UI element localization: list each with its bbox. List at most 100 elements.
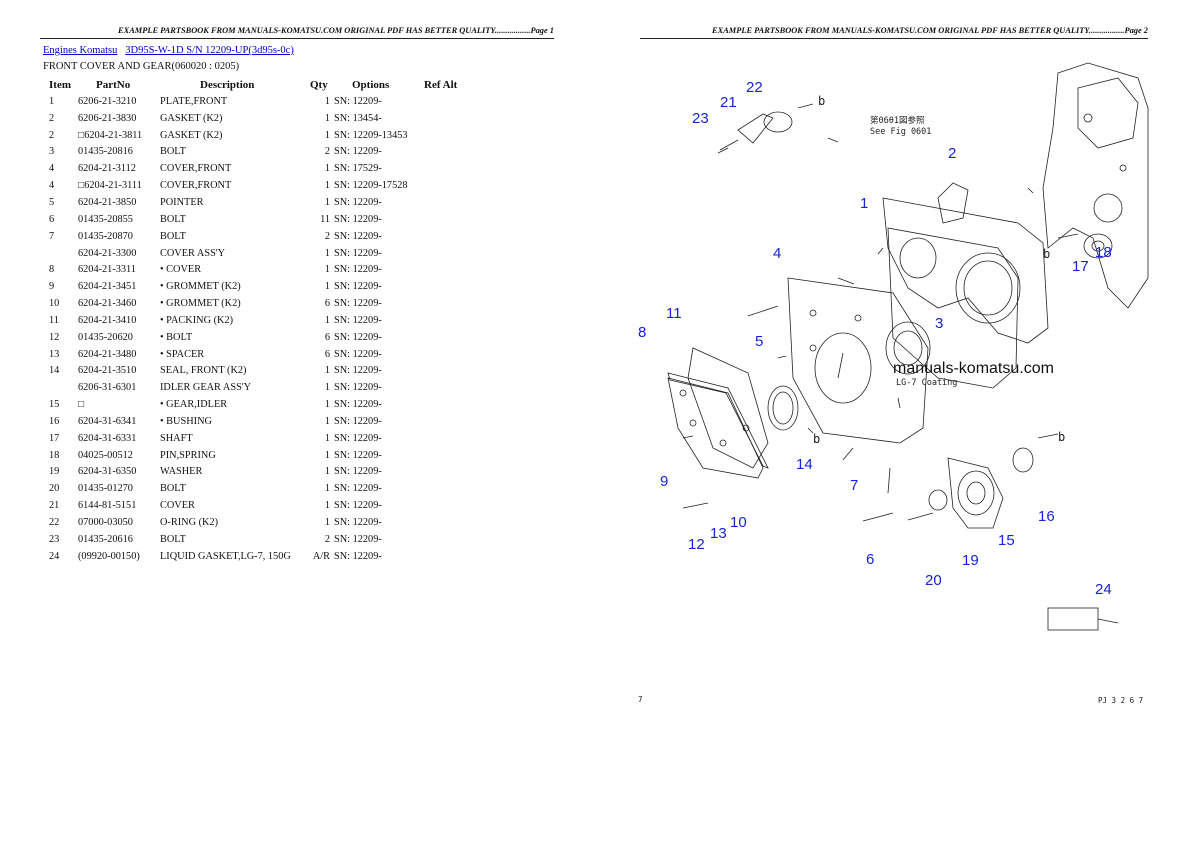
row-refalt bbox=[424, 329, 484, 346]
callout-4: 4 bbox=[773, 245, 781, 262]
row-partno: 01435-20620 bbox=[78, 331, 133, 343]
row-qty: 1 bbox=[324, 180, 330, 192]
row-partno: 6206-21-3210 bbox=[78, 95, 137, 107]
row-refalt bbox=[424, 346, 484, 363]
row-item: 17 bbox=[49, 432, 60, 444]
marker-b-4: b bbox=[1058, 430, 1065, 444]
col-description-header: Description bbox=[200, 79, 255, 91]
row-refalt bbox=[424, 363, 484, 380]
ref-note-jp: 第06θ1図参照 bbox=[870, 115, 925, 126]
row-description: PIN,SPRING bbox=[160, 449, 216, 461]
callout-7: 7 bbox=[850, 477, 858, 494]
row-refalt bbox=[424, 413, 484, 430]
row-description: COVER,FRONT bbox=[160, 180, 232, 192]
row-description: BOLT bbox=[160, 483, 186, 495]
marker-b-2: b bbox=[1043, 247, 1050, 261]
row-partno: 6204-21-3510 bbox=[78, 365, 137, 377]
row-options: SN: 12209-13453 bbox=[334, 129, 408, 141]
row-refalt bbox=[424, 430, 484, 447]
row-description: POINTER bbox=[160, 196, 204, 208]
row-qty: 1 bbox=[324, 432, 330, 444]
row-partno: 6204-21-3850 bbox=[78, 196, 137, 208]
row-options: SN: 13454- bbox=[334, 112, 382, 124]
row-refalt bbox=[424, 93, 484, 110]
breadcrumb: Engines Komatsu 3D95S-W-1D S/N 12209-UP(… bbox=[43, 45, 294, 56]
row-options: SN: 12209- bbox=[334, 314, 382, 326]
row-description: GASKET (K2) bbox=[160, 112, 223, 124]
row-refalt bbox=[424, 228, 484, 245]
row-refalt bbox=[424, 312, 484, 329]
row-refalt bbox=[424, 177, 484, 194]
row-description: • PACKING (K2) bbox=[160, 314, 234, 326]
row-partno: 6204-21-3480 bbox=[78, 348, 137, 360]
col-qty-header: Qty bbox=[310, 79, 328, 91]
row-description: GASKET (K2) bbox=[160, 129, 223, 141]
callout-9: 9 bbox=[660, 473, 668, 490]
parts-table-header: Item PartNo Description Qty Options Ref … bbox=[43, 77, 484, 93]
row-qty: 1 bbox=[324, 449, 330, 461]
row-qty: 6 bbox=[324, 348, 330, 360]
parts-diagram: 1 2 3 4 5 6 7 8 9 10 11 12 13 14 15 16 1… bbox=[638, 62, 1149, 705]
row-item: 3 bbox=[49, 146, 55, 158]
row-item: 18 bbox=[49, 449, 60, 461]
row-options: SN: 12209- bbox=[334, 230, 382, 242]
row-item: 20 bbox=[49, 483, 60, 495]
breadcrumb-model-link[interactable]: 3D95S-W-1D S/N 12209-UP(3d95s-0c) bbox=[125, 45, 294, 56]
row-qty: 1 bbox=[324, 382, 330, 394]
row-refalt bbox=[424, 160, 484, 177]
row-refalt bbox=[424, 464, 484, 481]
row-description: PLATE,FRONT bbox=[160, 95, 228, 107]
col-item-header: Item bbox=[49, 79, 71, 91]
row-partno: □ bbox=[78, 399, 85, 411]
row-options: SN: 12209- bbox=[334, 483, 382, 495]
callout-18: 18 bbox=[1095, 244, 1112, 261]
row-qty: 1 bbox=[324, 95, 330, 107]
row-partno: 01435-20816 bbox=[78, 146, 133, 158]
section-title: FRONT COVER AND GEAR(060020 : 0205) bbox=[43, 61, 240, 72]
row-item: 1 bbox=[49, 95, 55, 107]
row-options: SN: 12209- bbox=[334, 348, 382, 360]
page-header-right: EXAMPLE PARTSBOOK FROM MANUALS-KOMATSU.C… bbox=[712, 26, 1148, 35]
row-item: 11 bbox=[49, 314, 59, 326]
coating-note: LG-7 Coating bbox=[896, 378, 957, 388]
row-qty: 1 bbox=[324, 365, 330, 377]
row-qty: 2 bbox=[324, 230, 330, 242]
row-description: • BUSHING bbox=[160, 415, 212, 427]
row-qty: 1 bbox=[324, 483, 330, 495]
watermark: manuals-komatsu.com bbox=[893, 360, 1054, 377]
header-rule-right bbox=[640, 38, 1148, 39]
col-refalt-header: Ref Alt bbox=[424, 79, 458, 91]
breadcrumb-engines-link[interactable]: Engines Komatsu bbox=[43, 45, 118, 56]
row-refalt bbox=[424, 480, 484, 497]
row-partno: 6206-31-6301 bbox=[78, 382, 137, 394]
callout-6: 6 bbox=[866, 551, 874, 568]
row-item: 12 bbox=[49, 331, 60, 343]
row-refalt bbox=[424, 194, 484, 211]
row-refalt bbox=[424, 261, 484, 278]
row-options: SN: 12209- bbox=[334, 365, 382, 377]
row-options: SN: 12209- bbox=[334, 298, 382, 310]
row-item: 10 bbox=[49, 298, 60, 310]
callout-1: 1 bbox=[860, 195, 868, 212]
header-rule-left bbox=[40, 38, 554, 39]
row-options: SN: 12209- bbox=[334, 382, 382, 394]
row-partno: 6204-21-3300 bbox=[78, 247, 137, 259]
row-refalt bbox=[424, 379, 484, 396]
